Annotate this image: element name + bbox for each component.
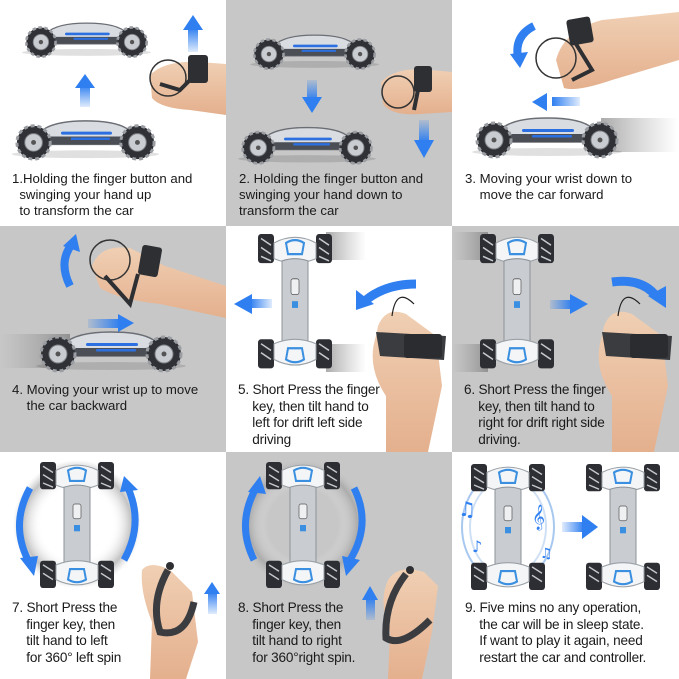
curved-arrow-down-icon [510, 22, 536, 68]
clockwise-arrow-icon [242, 476, 366, 576]
arrow-up-icon [183, 15, 203, 52]
drift-left-illustration [234, 232, 446, 452]
hand-with-controller-image [372, 296, 446, 452]
step-caption: 5. Short Press the finger key, then tilt… [238, 382, 380, 447]
arrow-down-icon [302, 80, 322, 113]
panel-step-2: 2. Holding the finger button and swingin… [226, 0, 452, 226]
car-top-view-image [478, 232, 556, 370]
step-caption: 7. Short Press the finger key, then tilt… [12, 600, 122, 665]
arrow-up-icon [204, 582, 220, 614]
hand-with-controller-image [149, 55, 226, 115]
drift-right-illustration [452, 232, 672, 452]
panel-step-9: ♫ 𝄞 ♪ ♫ 9. Five mins no any operation, t… [452, 452, 679, 679]
raised-car-image [20, 21, 153, 58]
hand-with-controller-image [598, 296, 672, 452]
arrow-right-icon [88, 314, 134, 332]
panel-step-7: 7. Short Press the finger key, then tilt… [0, 452, 226, 679]
step-caption: 6. Short Press the finger key, then tilt… [464, 382, 606, 447]
svg-text:𝄞: 𝄞 [532, 504, 545, 530]
hand-with-controller-image [141, 562, 198, 679]
raised-car-image [248, 33, 381, 70]
hand-with-controller-image [89, 239, 226, 318]
step-caption: 2. Holding the finger button and swingin… [239, 171, 424, 218]
car-backward-illustration [0, 234, 226, 373]
car-image [470, 116, 624, 159]
car-transform-up-illustration [10, 15, 226, 161]
panel-step-6: 6. Short Press the finger key, then tilt… [452, 226, 679, 452]
sleep-state-illustration: ♫ 𝄞 ♪ ♫ [458, 462, 662, 592]
lowered-car-image [236, 126, 378, 165]
step-caption: 8. Short Press the finger key, then tilt… [238, 600, 356, 665]
arrow-left-icon [532, 93, 580, 111]
step-caption: 4. Moving your wrist up to move the car … [12, 382, 199, 413]
step-caption: 1.Holding the finger button and swinging… [12, 171, 193, 218]
arrow-up-icon [362, 586, 378, 620]
car-forward-illustration [470, 12, 679, 159]
panel-step-3: 3. Moving your wrist down to move the ca… [452, 0, 679, 226]
svg-text:♫: ♫ [458, 497, 476, 521]
panel-step-8: 8. Short Press the finger key, then tilt… [226, 452, 452, 679]
svg-text:♪: ♪ [472, 537, 482, 556]
counterclockwise-arrow-icon [16, 476, 139, 576]
car-transform-down-illustration [236, 33, 452, 165]
panel-step-4: 4. Moving your wrist up to move the car … [0, 226, 226, 452]
curved-arrow-right-icon [611, 276, 666, 308]
spin-left-illustration [13, 460, 220, 679]
panel-step-1: 1.Holding the finger button and swinging… [0, 0, 226, 226]
lowered-car-image [10, 119, 161, 161]
step-caption: 9. Five mins no any operation, the car w… [465, 600, 647, 665]
arrow-left-icon [234, 294, 272, 314]
arrow-up-icon [75, 74, 95, 107]
spin-right-illustration [239, 460, 438, 679]
curved-arrow-up-icon [60, 234, 80, 288]
panel-step-5: 5. Short Press the finger key, then tilt… [226, 226, 452, 452]
arrow-right-icon [562, 515, 598, 539]
hand-with-controller-image [381, 66, 452, 115]
step-caption: 3. Moving your wrist down to move the ca… [465, 171, 633, 202]
hand-with-controller-image [535, 12, 679, 89]
svg-text:♫: ♫ [540, 546, 553, 562]
hand-with-controller-image [382, 566, 438, 679]
music-note-icon: ♫ 𝄞 ♪ ♫ [458, 497, 553, 562]
car-image [34, 330, 188, 373]
curved-arrow-left-icon [356, 279, 417, 310]
arrow-down-icon [414, 120, 434, 158]
arrow-right-icon [550, 294, 588, 314]
